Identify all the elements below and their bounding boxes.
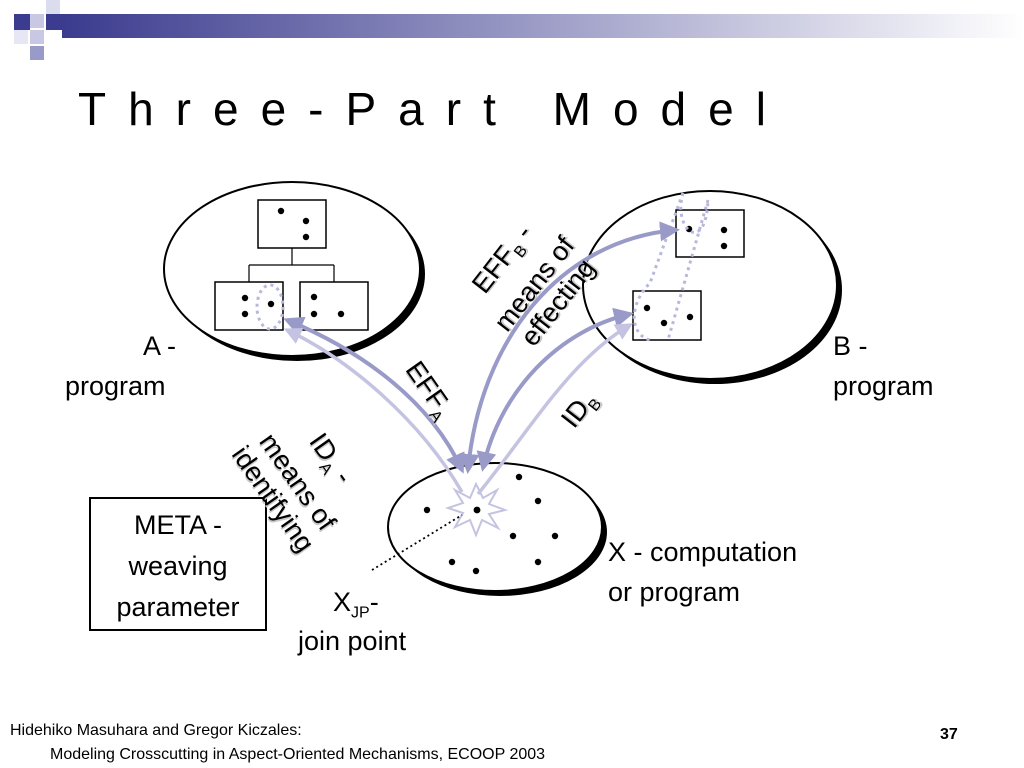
id-a-arrow	[283, 328, 464, 493]
b-program-label-1: B -	[833, 331, 868, 361]
x-computation-label-1: X - computation	[608, 537, 798, 567]
join-point-label-2: join point	[298, 626, 407, 656]
join-point-label-1: XJP-	[333, 587, 379, 622]
x-computation-ellipse	[387, 462, 607, 596]
x-computation-label-2: or program	[608, 577, 741, 607]
footer-authors: Hidehiko Masuhara and Gregor Kiczales:	[10, 722, 302, 739]
meta-weaving-parameter-box: META - weaving parameter	[89, 497, 267, 631]
meta-label-1: META -	[133, 510, 222, 540]
eff-b-arrow	[459, 221, 680, 474]
meta-label-3: parameter	[116, 592, 240, 622]
header-decoration	[14, 0, 1024, 60]
a-program-label-2: program	[65, 371, 166, 401]
slide-title: Three-Part Model	[78, 83, 788, 135]
a-program-label-1: A -	[143, 331, 177, 361]
eff-a-arrow	[283, 316, 465, 474]
b-program-label-2: program	[833, 371, 934, 401]
eff-b-inner-arrow	[476, 307, 634, 472]
arrows	[283, 221, 680, 496]
meta-label-2: weaving	[128, 551, 228, 581]
page-number: 37	[940, 726, 958, 743]
a-program-tree	[214, 199, 369, 331]
footer-paper: Modeling Crosscutting in Aspect-Oriented…	[50, 746, 546, 763]
id-b-arrow	[476, 323, 634, 496]
footer-citation: Hidehiko Masuhara and Gregor Kiczales: M…	[10, 719, 545, 767]
